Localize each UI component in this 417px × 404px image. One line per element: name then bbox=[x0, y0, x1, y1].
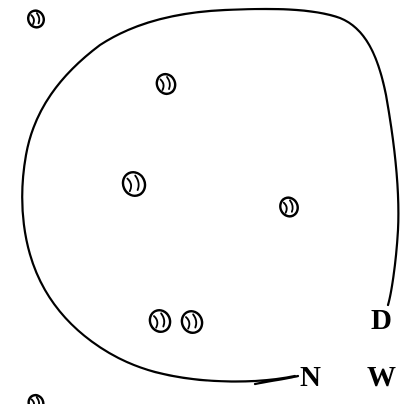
boundary-outline bbox=[22, 9, 398, 382]
ball-icon bbox=[25, 8, 46, 30]
ball-icon bbox=[277, 195, 301, 219]
ball-icon bbox=[26, 393, 46, 404]
ball-icon bbox=[119, 169, 149, 200]
marks-layer bbox=[25, 8, 300, 404]
label-d: D bbox=[371, 304, 392, 336]
ball-icon bbox=[154, 71, 179, 97]
ball-icon bbox=[178, 308, 205, 336]
label-n: N bbox=[300, 361, 321, 393]
label-w: W bbox=[367, 361, 396, 393]
ball-icon bbox=[146, 307, 173, 335]
